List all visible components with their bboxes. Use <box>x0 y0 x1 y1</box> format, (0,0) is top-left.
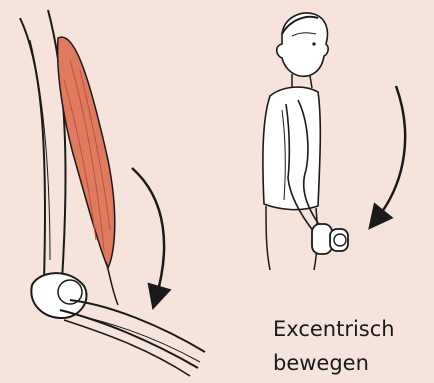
curved-arrow-down-icon-right <box>376 86 405 220</box>
caption-text: Excentrisch bewegen <box>273 312 433 380</box>
curved-arrow-down-icon-left <box>132 168 164 298</box>
caption-line-1: Excentrisch <box>273 312 433 346</box>
caption-line-2: bewegen <box>273 346 433 380</box>
man-with-dumbbell-illustration <box>263 13 348 270</box>
arm-anatomy-illustration <box>20 10 205 376</box>
dumbbell-icon <box>312 224 348 254</box>
